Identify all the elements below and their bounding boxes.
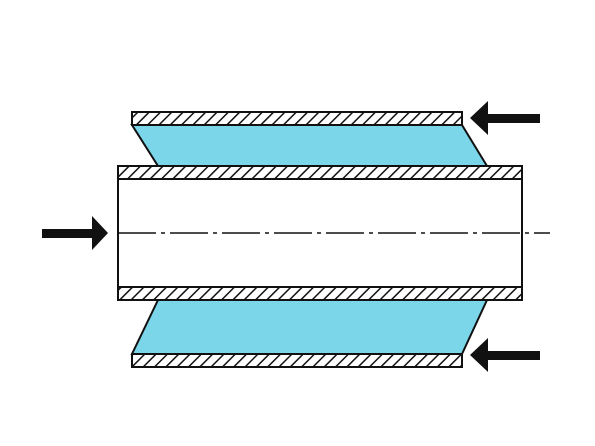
inner-tube-bottom-wall (117, 286, 523, 301)
upper-annular-region (130, 124, 489, 167)
outer-tube-top-wall (131, 111, 463, 126)
arrow-right-icon (42, 216, 108, 250)
arrow-left-icon (470, 338, 540, 372)
lower-annular-region (130, 299, 489, 355)
arrow-left-icon (470, 101, 540, 135)
inner-tube-top-wall (117, 165, 523, 180)
outer-tube-bottom-wall (131, 353, 463, 368)
